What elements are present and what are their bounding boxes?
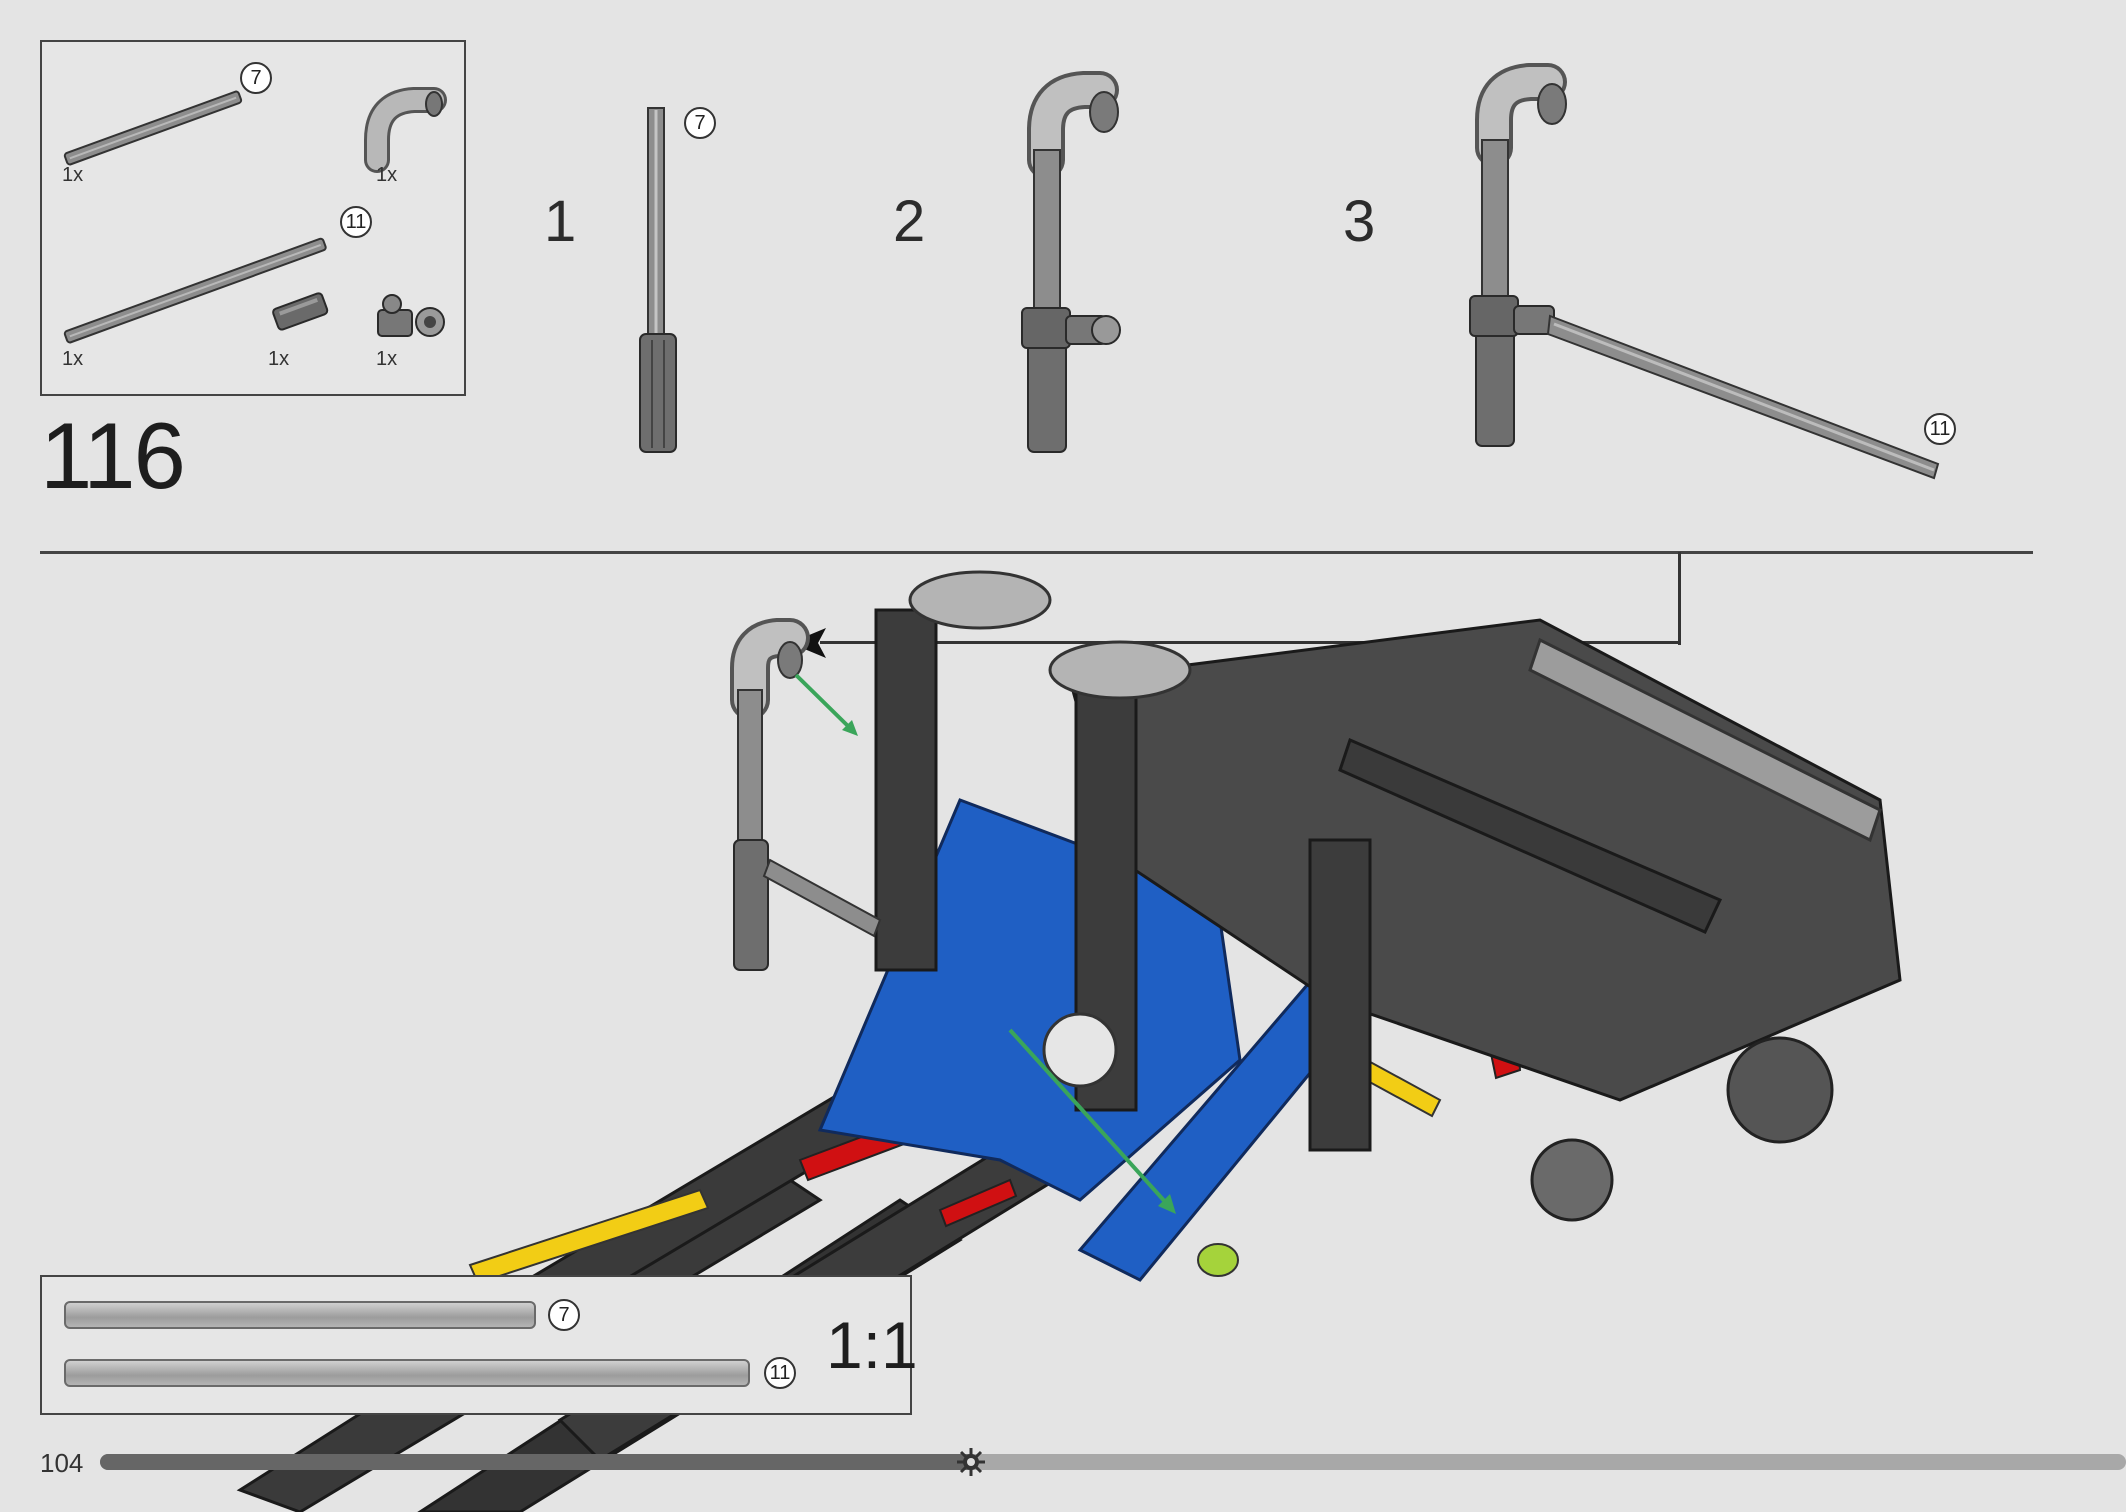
substep-3-number: 3 [1343, 189, 1376, 254]
substep-1-model [639, 107, 677, 453]
scale-label: 1:1 [826, 1308, 918, 1382]
scale-callout-7: 7 [548, 1299, 580, 1331]
substeps-art [639, 63, 1940, 480]
new-pipe-assembly [730, 618, 882, 971]
connector-part [272, 292, 329, 331]
lime-pin [1197, 1243, 1239, 1277]
pipe-elbow-part [364, 87, 447, 173]
substep-1-number: 1 [544, 189, 577, 254]
scale-axle-7 [64, 1301, 536, 1329]
substep-2-model [1021, 71, 1121, 453]
parts-list-art [63, 87, 447, 344]
scale-reference-box: 7 11 1:1 [40, 1275, 918, 1415]
parts-callout-11: 11 [340, 206, 372, 238]
upper-frame [1068, 618, 1902, 1102]
substep-2-number: 2 [893, 189, 926, 254]
parts-qty-connector: 1x [268, 348, 290, 370]
guide-line-horizontal [820, 641, 1681, 644]
parts-callout-7: 7 [240, 62, 272, 94]
page-number: 104 [40, 1448, 84, 1478]
substep-1-callout-7: 7 [684, 107, 716, 139]
progress-marker-icon [957, 1448, 985, 1476]
progress-fill [100, 1454, 971, 1470]
main-assembly-art [236, 570, 1902, 1512]
substep-3-model [1469, 63, 1940, 480]
parts-qty-axle-11: 1x [62, 348, 84, 370]
parts-qty-block: 1x [376, 348, 398, 370]
parts-qty-axle-7: 1x [62, 164, 84, 186]
axle-7-part [63, 90, 243, 166]
parts-list-box: 7 1x 1x 11 1x 1x 1x [40, 40, 466, 396]
axle-11-part [63, 237, 327, 344]
step-number: 116 [40, 403, 186, 508]
green-arrow-icon [794, 673, 1176, 1214]
scale-callout-11: 11 [764, 1357, 796, 1389]
cross-block-part [377, 294, 445, 337]
parts-qty-pipe: 1x [376, 164, 398, 186]
scale-axle-11 [64, 1359, 750, 1387]
section-divider [40, 551, 2033, 554]
guide-line-vertical [1678, 552, 1681, 645]
gray-details [908, 570, 1834, 1222]
substep-3-callout-11: 11 [1924, 413, 1956, 445]
